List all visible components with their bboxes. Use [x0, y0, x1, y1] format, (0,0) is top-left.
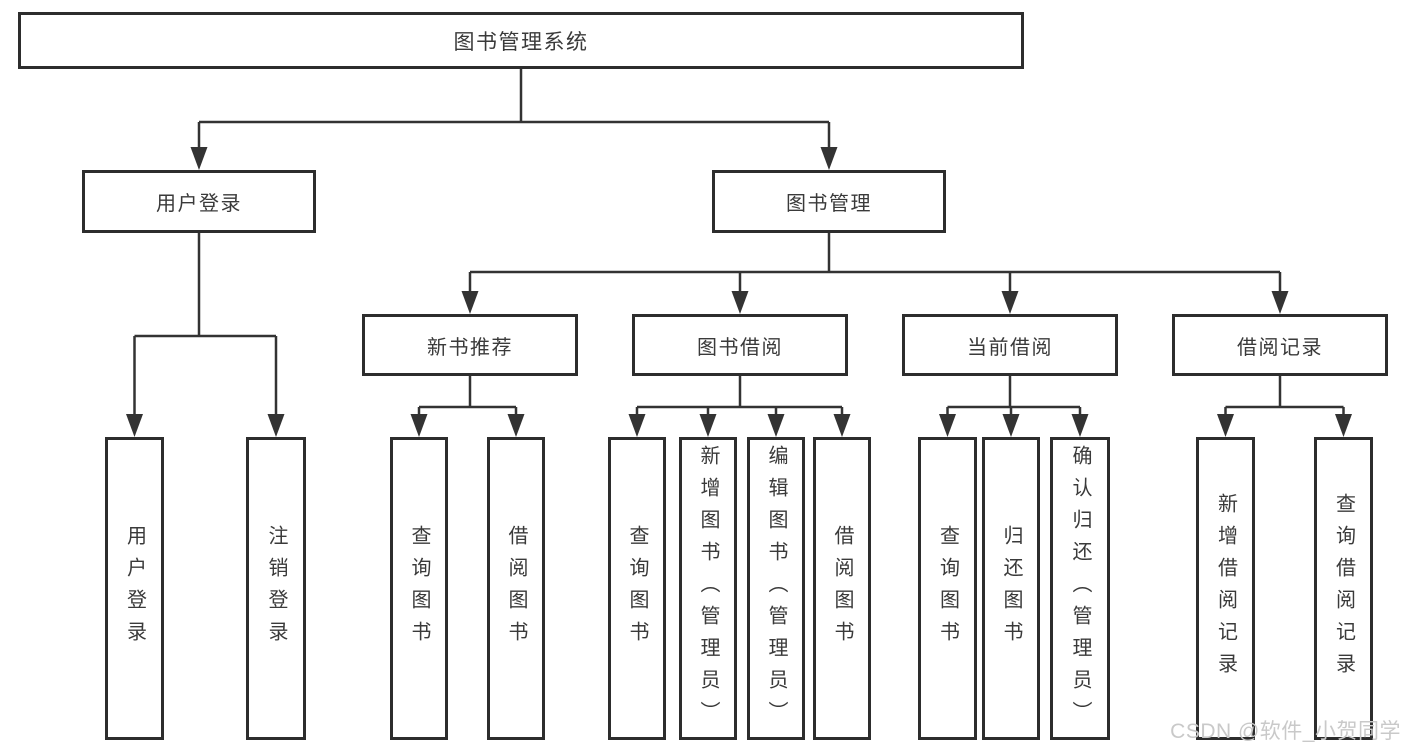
connector-userlogin-to-leaves — [133, 233, 278, 431]
connector-newbook-to-leaves — [417, 376, 518, 431]
node-label: 图书借阅 — [697, 336, 783, 359]
arrowhead — [699, 414, 717, 437]
connector-bookmgmt-to-level3 — [468, 233, 1282, 308]
node-new-book-recommend: 新书推荐 — [362, 314, 578, 376]
node-label: 图书管理 — [786, 193, 872, 215]
node-label: 确认归还（管理员） — [1069, 444, 1091, 733]
node-leaf-recommend-query-book: 查询图书 — [390, 437, 448, 740]
node-label: 借阅记录 — [1237, 336, 1323, 359]
node-label: 归还图书 — [1000, 524, 1022, 653]
arrowhead — [1335, 414, 1352, 437]
arrowhead — [1217, 414, 1234, 437]
node-label: 借阅图书 — [505, 524, 527, 653]
arrowhead — [833, 414, 851, 437]
arrowhead — [820, 147, 838, 170]
arrowhead — [767, 414, 785, 437]
connector-borrow-to-leaves — [635, 376, 844, 431]
node-leaf-confirm-return-admin: 确认归还（管理员） — [1050, 437, 1110, 740]
node-leaf-logout: 注销登录 — [246, 437, 306, 740]
node-leaf-query-borrow-record: 查询借阅记录 — [1314, 437, 1373, 740]
node-leaf-borrow-borrow-book: 借阅图书 — [813, 437, 871, 740]
arrowhead — [410, 414, 428, 437]
node-label: 图书管理系统 — [453, 30, 589, 54]
arrowhead — [190, 147, 208, 170]
node-label: 借阅图书 — [831, 524, 853, 653]
node-leaf-recommend-borrow-book: 借阅图书 — [487, 437, 545, 740]
node-label: 查询图书 — [626, 524, 648, 653]
connector-record-to-leaves — [1224, 376, 1345, 431]
arrowhead — [628, 414, 646, 437]
node-label: 新增借阅记录 — [1214, 492, 1237, 685]
node-leaf-user-login: 用户登录 — [105, 437, 164, 740]
arrowhead — [1271, 291, 1289, 314]
arrowhead — [126, 414, 143, 437]
arrowhead — [461, 291, 479, 314]
arrowhead — [507, 414, 525, 437]
connector-root-to-level2 — [197, 69, 831, 164]
arrowheads — [126, 147, 1352, 437]
arrowhead — [939, 414, 956, 437]
node-label: 用户登录 — [123, 524, 146, 653]
node-library-management-system: 图书管理系统 — [18, 12, 1024, 69]
node-leaf-add-borrow-record: 新增借阅记录 — [1196, 437, 1255, 740]
node-label: 用户登录 — [156, 193, 242, 215]
node-leaf-borrow-query-book: 查询图书 — [608, 437, 666, 740]
node-leaf-current-query-book: 查询图书 — [918, 437, 977, 740]
arrowhead — [731, 291, 749, 314]
arrowhead — [1002, 414, 1020, 437]
node-label: 当前借阅 — [967, 336, 1053, 359]
node-label: 编辑图书（管理员） — [765, 444, 787, 733]
node-label: 查询借阅记录 — [1332, 492, 1355, 685]
arrowhead — [1071, 414, 1089, 437]
node-borrow-record: 借阅记录 — [1172, 314, 1388, 376]
node-user-login: 用户登录 — [82, 170, 316, 233]
arrowhead — [267, 414, 285, 437]
node-label: 查询图书 — [408, 524, 430, 653]
node-label: 新书推荐 — [427, 336, 513, 359]
node-book-borrow: 图书借阅 — [632, 314, 848, 376]
node-book-management: 图书管理 — [712, 170, 946, 233]
node-label: 查询图书 — [936, 524, 959, 653]
node-leaf-edit-book-admin: 编辑图书（管理员） — [747, 437, 805, 740]
node-leaf-add-book-admin: 新增图书（管理员） — [679, 437, 737, 740]
node-label: 注销登录 — [265, 524, 287, 653]
node-current-borrow: 当前借阅 — [902, 314, 1118, 376]
arrowhead — [1001, 291, 1019, 314]
node-label: 新增图书（管理员） — [697, 444, 719, 733]
node-leaf-return-book: 归还图书 — [982, 437, 1040, 740]
watermark-text: CSDN @软件_小贺同学 — [1170, 720, 1401, 743]
